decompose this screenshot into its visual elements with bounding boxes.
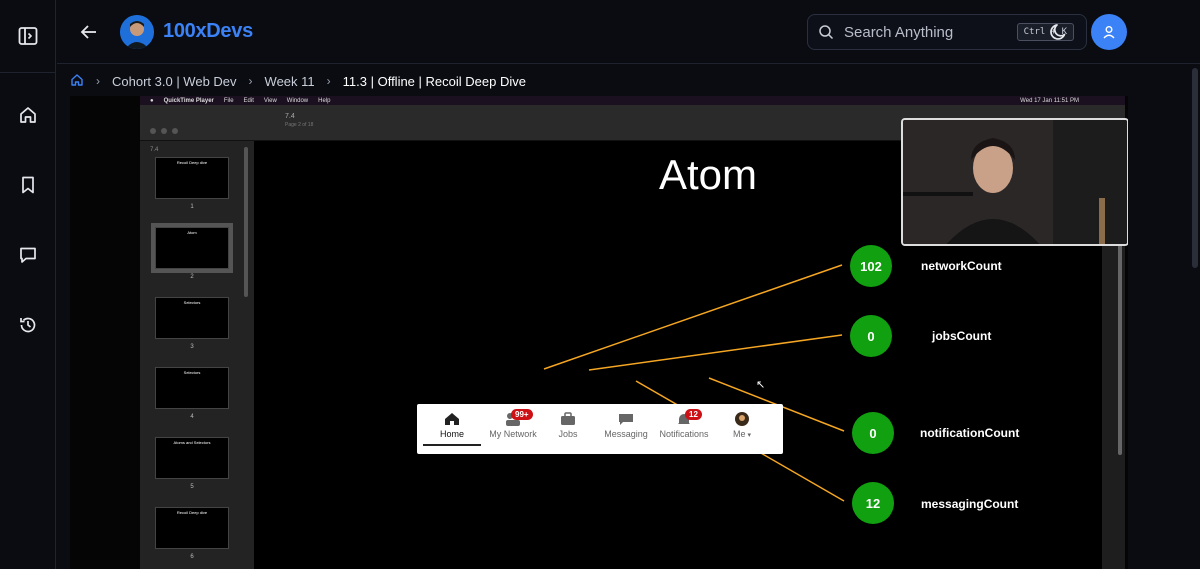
menubar-item: Help xyxy=(318,97,331,104)
caret-down-icon: ▾ xyxy=(745,432,751,439)
menubar-item: File xyxy=(223,97,234,104)
thumb-number: 3 xyxy=(190,344,194,350)
chat-icon[interactable] xyxy=(14,241,42,269)
nav-item-me: Me ▾ xyxy=(725,412,759,439)
network-badge: 99+ xyxy=(511,409,533,420)
bookmark-icon[interactable] xyxy=(14,171,42,199)
nav-label: Notifications xyxy=(659,429,709,439)
connector-line xyxy=(588,334,843,371)
moon-icon[interactable] xyxy=(1047,20,1071,44)
thumb-header: 7.4 xyxy=(150,147,159,153)
thumb-number: 2 xyxy=(190,274,194,280)
apple-icon: ● xyxy=(150,97,154,104)
history-icon[interactable] xyxy=(14,311,42,339)
thumb-number: 6 xyxy=(190,554,194,560)
thumb-number: 1 xyxy=(190,204,194,210)
thumb-title: Selectors xyxy=(183,370,201,375)
thumb-title: Recoil Deep dive xyxy=(176,510,208,515)
nav-item-home: Home xyxy=(423,412,481,446)
nav-item-jobs: Jobs xyxy=(555,412,581,439)
back-arrow-icon[interactable] xyxy=(77,20,101,44)
menubar-item: Window xyxy=(286,97,309,104)
thumb-number: 5 xyxy=(190,484,194,490)
breadcrumb: › Cohort 3.0 | Web Dev › Week 11 › 11.3 … xyxy=(70,70,526,92)
atom-label: messagingCount xyxy=(921,497,1019,511)
nav-item-notifications: Notifications xyxy=(657,412,711,439)
slide-scrollbar xyxy=(1118,165,1122,455)
thumb-title: Selectors xyxy=(183,300,201,305)
thumb-title: Recoil Deep dive xyxy=(176,160,208,165)
atom-label: jobsCount xyxy=(932,329,992,343)
window-controls xyxy=(150,121,183,139)
notifications-badge: 12 xyxy=(685,409,702,420)
thumbnail: Selectors xyxy=(155,367,229,409)
breadcrumb-item[interactable]: Cohort 3.0 | Web Dev xyxy=(112,73,237,89)
brand-name[interactable]: 100xDevs xyxy=(163,20,253,42)
user-avatar-button[interactable] xyxy=(1091,14,1127,50)
atom-label: networkCount xyxy=(921,259,1002,273)
video-player[interactable]: ● QuickTime Player File Edit View Window… xyxy=(70,96,1128,569)
nav-label: Jobs xyxy=(558,429,578,439)
thumbnail: Recoil Deep dive xyxy=(155,507,229,549)
thumbnail-panel: 7.4 Recoil Deep dive 1 Atom 2 Selectors … xyxy=(140,141,254,569)
atom-circle: 12 xyxy=(852,482,894,524)
thumb-number: 4 xyxy=(190,414,194,420)
nav-label: Me xyxy=(733,429,746,439)
thumb-scrollbar xyxy=(244,147,248,297)
chevron-right-icon: › xyxy=(326,74,331,88)
mac-menubar: ● QuickTime Player File Edit View Window… xyxy=(140,96,1125,105)
nav-item-messaging: Messaging xyxy=(603,412,649,439)
nav-label: My Network xyxy=(489,429,537,439)
breadcrumb-current: 11.3 | Offline | Recoil Deep Dive xyxy=(342,73,526,89)
connector-line xyxy=(543,264,843,370)
sidebar-toggle-icon[interactable] xyxy=(14,22,42,50)
search-placeholder: Search Anything xyxy=(844,23,954,41)
chevron-right-icon: › xyxy=(96,74,100,88)
atom-circle: 102 xyxy=(850,245,892,287)
breadcrumb-home-icon[interactable] xyxy=(70,73,84,90)
quicktime-window: 7.4 Page 2 of 18 7.4 Recoil Deep dive 1 … xyxy=(140,105,1128,569)
search-icon xyxy=(819,25,834,40)
page-scrollbar[interactable] xyxy=(1190,66,1200,569)
slide-title: Atom xyxy=(659,151,758,198)
sidebar xyxy=(0,0,56,569)
thumbnail: Recoil Deep dive xyxy=(155,157,229,199)
thumbnail-selected: Atom xyxy=(151,223,233,273)
atom-label: notificationCount xyxy=(920,426,1020,440)
nav-label: Messaging xyxy=(604,429,648,439)
brand-avatar[interactable] xyxy=(120,15,154,49)
chevron-right-icon: › xyxy=(248,74,253,88)
menubar-clock: Wed 17 Jan 11:51 PM xyxy=(1020,97,1079,104)
menubar-item: Edit xyxy=(243,97,254,104)
nav-active-indicator xyxy=(423,444,481,446)
briefcase-icon xyxy=(561,412,575,425)
user-icon xyxy=(1103,26,1115,39)
presenter-video xyxy=(903,120,1127,244)
pdf-page-indicator: Page 2 of 18 xyxy=(285,122,314,128)
thumbnail: Atoms and Selectors xyxy=(155,437,229,479)
sidebar-divider xyxy=(0,72,56,73)
atom-circle: 0 xyxy=(850,315,892,357)
mouse-cursor-icon: ↖ xyxy=(756,379,766,391)
atom-circle: 0 xyxy=(852,412,894,454)
linkedin-nav-bar: Home My Network 99+ Jobs Messaging xyxy=(417,404,783,454)
profile-photo-icon xyxy=(735,412,749,426)
search-input[interactable]: Search Anything Ctrl + K xyxy=(807,14,1087,50)
home-icon[interactable] xyxy=(14,101,42,129)
menubar-app: QuickTime Player xyxy=(163,97,214,104)
message-icon xyxy=(619,414,633,425)
thumb-title: Atom xyxy=(187,230,197,235)
nav-label: Home xyxy=(439,429,464,439)
pdf-title: 7.4 xyxy=(285,113,295,120)
thumb-title: Atoms and Selectors xyxy=(173,440,211,445)
breadcrumb-item[interactable]: Week 11 xyxy=(264,73,315,89)
top-bar: 100xDevs Search Anything Ctrl + K xyxy=(57,0,1200,64)
webcam-overlay xyxy=(901,118,1128,246)
thumbnail: Selectors xyxy=(155,297,229,339)
home-icon xyxy=(445,413,459,425)
menubar-item: View xyxy=(263,97,277,104)
